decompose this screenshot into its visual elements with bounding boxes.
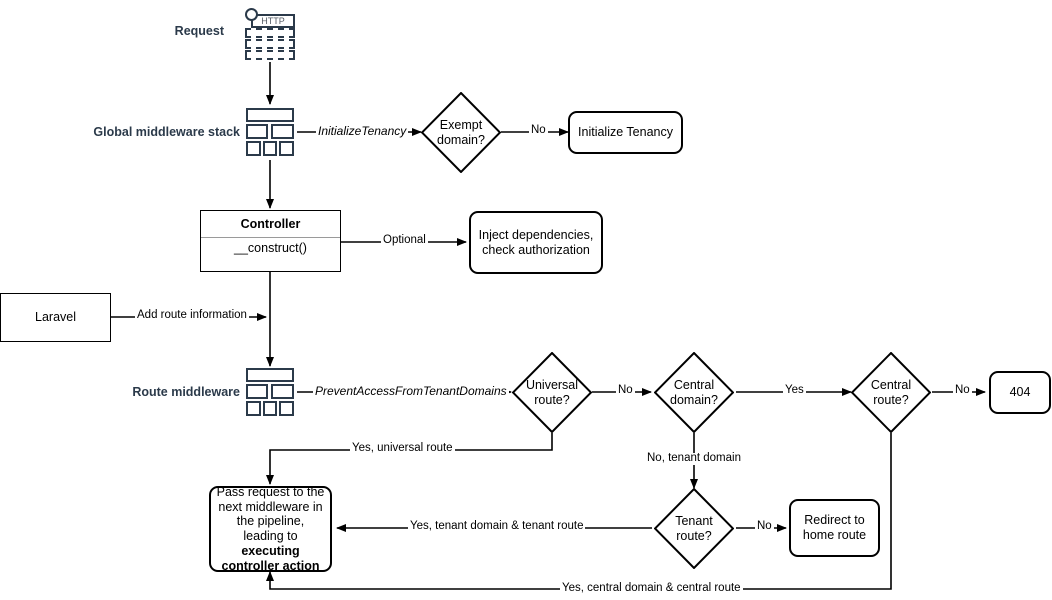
edge-label-central-domain-no: No, tenant domain <box>645 452 743 465</box>
node-404-label: 404 <box>1009 385 1031 400</box>
stack-row-2-b <box>271 384 294 399</box>
request-origin-icon <box>245 8 258 21</box>
edge-label-central-route-yes: Yes, central domain & central route <box>560 582 743 595</box>
node-inject-dependencies[interactable]: Inject dependencies,check authorization <box>469 211 603 274</box>
node-laravel-label: Laravel <box>35 310 76 325</box>
stack-row-2-a <box>246 124 268 139</box>
request-body-line-1 <box>245 28 295 38</box>
node-controller[interactable]: Controller __construct() <box>200 210 341 272</box>
stack-row-2-a <box>246 384 268 399</box>
edge-label-controller-optional: Optional <box>381 234 428 247</box>
diamond-shape <box>851 352 931 433</box>
node-controller-constructor: __construct() <box>234 240 307 255</box>
lane-label-global-middleware-stack: Global middleware stack <box>93 125 240 139</box>
request-body-line-2 <box>245 39 295 49</box>
stack-row-3-b <box>263 401 277 416</box>
node-laravel[interactable]: Laravel <box>0 293 111 342</box>
edge-label-tenant-route-no: No <box>755 520 774 533</box>
stack-row-3-a <box>246 141 261 156</box>
edge-label-tenant-route-yes: Yes, tenant domain & tenant route <box>408 520 586 533</box>
node-controller-title: Controller <box>201 211 340 238</box>
edge-label-central-domain-yes: Yes <box>783 384 806 397</box>
node-initialize-tenancy[interactable]: Initialize Tenancy <box>568 111 683 154</box>
diamond-shape <box>654 488 734 569</box>
edge-label-exempt-domain-no: No <box>529 124 548 137</box>
edge-label-universal-route-yes: Yes, universal route <box>350 442 455 455</box>
edge-label-prevent-access-from-tenant-domains: PreventAccessFromTenantDomains <box>313 384 509 398</box>
http-request-icon: HTTP <box>245 8 295 60</box>
stack-row-3-a <box>246 401 261 416</box>
edge-label-add-route-information: Add route information <box>135 309 249 322</box>
middleware-stack-icon-route <box>246 368 294 416</box>
stack-row-2-b <box>271 124 294 139</box>
diamond-shape <box>421 92 501 173</box>
stack-row-3-b <box>263 141 277 156</box>
node-pass-request-prefix: Pass request to the next middleware in t… <box>216 484 325 543</box>
http-label: HTTP <box>251 14 295 28</box>
node-pass-request-label: Pass request to the next middleware in t… <box>216 485 325 574</box>
edge-label-universal-route-no: No <box>616 384 635 397</box>
request-body-line-3 <box>245 50 295 60</box>
node-404[interactable]: 404 <box>989 371 1051 414</box>
lane-label-route-middleware: Route middleware <box>132 385 240 399</box>
edge-label-initialize-tenancy: InitializeTenancy <box>316 124 409 138</box>
node-initialize-tenancy-label: Initialize Tenancy <box>578 125 673 140</box>
lane-label-request: Request <box>174 24 224 38</box>
node-inject-dependencies-label: Inject dependencies,check authorization <box>478 227 594 257</box>
edge-universal-route-yes <box>266 433 553 485</box>
stack-row-3-c <box>279 401 294 416</box>
stack-row-1 <box>246 108 294 122</box>
middleware-stack-icon-global <box>246 108 294 156</box>
stack-row-3-c <box>279 141 294 156</box>
edge-label-central-route-no: No <box>953 384 972 397</box>
stack-row-1 <box>246 368 294 382</box>
node-pass-request-emphasis: executing controller action <box>221 543 320 573</box>
diamond-shape <box>654 352 734 433</box>
diamond-shape <box>512 352 592 433</box>
node-pass-request[interactable]: Pass request to the next middleware in t… <box>209 485 332 574</box>
